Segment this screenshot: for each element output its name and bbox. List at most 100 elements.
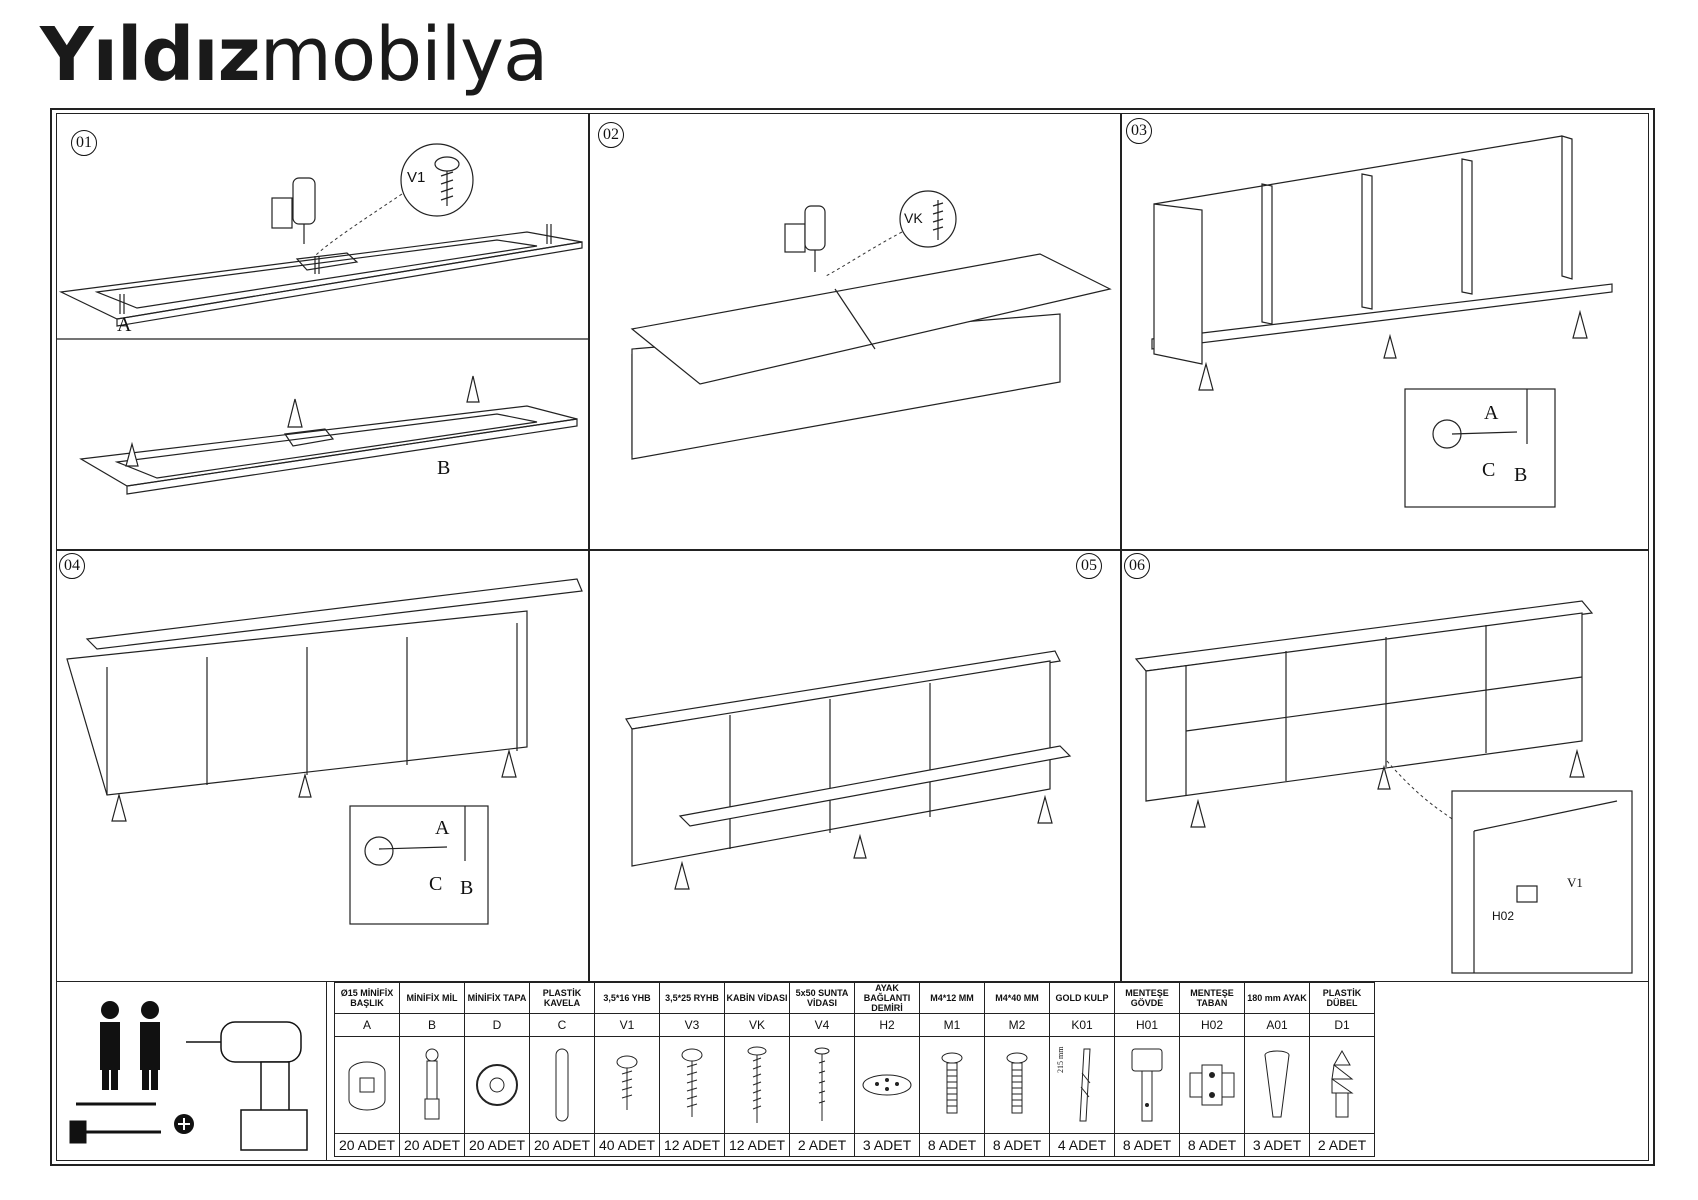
part-qty: 40 ADET — [594, 1133, 660, 1157]
detail-inset — [1404, 388, 1556, 508]
part-code: V1 — [594, 1013, 660, 1037]
part-code: M2 — [984, 1013, 1050, 1037]
leg-icons — [125, 375, 480, 467]
bolt-icon — [941, 1052, 963, 1114]
step-06-panel: 06 V1 H02 — [1121, 550, 1649, 982]
handle-icon — [1079, 1048, 1091, 1122]
part-qty: 3 ADET — [854, 1133, 920, 1157]
part-code: V4 — [789, 1013, 855, 1037]
part-code: H02 — [1179, 1013, 1245, 1037]
shelf-panel — [678, 745, 1072, 827]
long-screw-icon — [747, 1046, 767, 1123]
step-04-drawing — [66, 578, 583, 925]
parts-table: Ø15 MİNİFİX BAŞLIK MİNİFİX MİL MİNİFİX T… — [334, 982, 1375, 1157]
inset-a-label: A — [435, 817, 450, 839]
part-code: VK — [724, 1013, 790, 1037]
panel-b-label: B — [437, 457, 451, 479]
cordless-drill-icon — [186, 1021, 308, 1151]
leg-icons — [111, 748, 517, 822]
vk-callout-circle — [899, 190, 957, 248]
part-code: D1 — [1309, 1013, 1375, 1037]
short-screw-icon — [616, 1055, 638, 1110]
dowel-pins — [119, 224, 552, 314]
thin-screw-icon — [814, 1047, 830, 1121]
drill-icon — [271, 177, 316, 244]
base-panel — [1151, 283, 1613, 350]
part-qty: 3 ADET — [1244, 1133, 1310, 1157]
part-qty: 20 ADET — [334, 1133, 400, 1157]
part-qty: 20 ADET — [399, 1133, 465, 1157]
part-qty: 8 ADET — [919, 1133, 985, 1157]
inset-c-label: C — [429, 873, 443, 895]
part-name: 3,5*25 RYHB — [659, 982, 725, 1014]
hinge-plate-icon — [1189, 1064, 1235, 1106]
inset-c-label: C — [1482, 459, 1496, 481]
part-name: 3,5*16 YHB — [594, 982, 660, 1014]
part-qty: 2 ADET — [1309, 1133, 1375, 1157]
cap-icon — [476, 1064, 518, 1106]
detail-inset — [349, 805, 489, 925]
inset-h02-label: H02 — [1492, 909, 1515, 923]
parts-qty-row: 20 ADET 20 ADET 20 ADET 20 ADET 40 ADET … — [334, 1133, 1375, 1157]
part-name: MENTEŞE GÖVDE — [1114, 982, 1180, 1014]
part-code: V3 — [659, 1013, 725, 1037]
step-01-panel: 01 A B V1 — [56, 113, 589, 550]
step-04-number: 04 — [59, 553, 85, 579]
part-qty: 8 ADET — [1179, 1133, 1245, 1157]
step-01-drawing — [57, 143, 588, 495]
part-qty: 20 ADET — [529, 1133, 595, 1157]
top-panel — [625, 650, 1061, 730]
brand-bold: Yıldız — [40, 12, 261, 98]
top-panel — [1134, 600, 1594, 672]
part-name: M4*12 MM — [919, 982, 985, 1014]
parts-codes-row: A B D C V1 V3 VK V4 H2 M1 M2 K01 H01 H02… — [334, 1013, 1375, 1037]
part-code: H01 — [1114, 1013, 1180, 1037]
vk-callout-label: VK — [904, 210, 923, 226]
step-06-number: 06 — [1124, 553, 1150, 579]
wall-plug-icon — [1331, 1049, 1354, 1118]
part-code: A — [334, 1013, 400, 1037]
step-05-drawing — [625, 650, 1072, 890]
hammer-icon — [69, 1120, 161, 1144]
screw-icon — [434, 156, 460, 206]
top-panel — [630, 253, 1112, 385]
step-01-number: 01 — [71, 130, 97, 156]
cam-bolt-icon — [424, 1048, 440, 1120]
leg-icons — [674, 794, 1053, 890]
page-frame — [50, 108, 1655, 1166]
part-name: MİNİFİX MİL — [399, 982, 465, 1014]
part-code: K01 — [1049, 1013, 1115, 1037]
cam-lock-icon — [348, 1061, 386, 1111]
part-name: GOLD KULP — [1049, 982, 1115, 1014]
part-qty: 12 ADET — [724, 1133, 790, 1157]
brand-logo: Yıldızmobilya — [40, 10, 549, 100]
hinge-detail-inset — [1451, 790, 1633, 974]
leg-icons — [1190, 748, 1585, 828]
inset-v1-label: V1 — [1567, 875, 1583, 890]
leg-icon — [1264, 1050, 1290, 1118]
hinge-icon — [1131, 1048, 1163, 1122]
part-qty: 20 ADET — [464, 1133, 530, 1157]
tools-panel — [56, 982, 327, 1161]
dowel-icon — [555, 1048, 569, 1122]
brand-light: mobilya — [259, 12, 549, 98]
step-06-drawing — [1134, 600, 1633, 974]
part-qty: 12 ADET — [659, 1133, 725, 1157]
step-02-panel: 02 VK — [589, 113, 1121, 550]
part-qty: 8 ADET — [984, 1133, 1050, 1157]
part-code: C — [529, 1013, 595, 1037]
part-name: KABİN VİDASI — [724, 982, 790, 1014]
two-people-icon — [100, 1001, 160, 1090]
part-name: MENTEŞE TABAN — [1179, 982, 1245, 1014]
part-name: AYAK BAĞLANTI DEMİRİ — [854, 982, 920, 1014]
part-qty: 2 ADET — [789, 1133, 855, 1157]
tools-drawing — [69, 1001, 308, 1151]
part-name: M4*40 MM — [984, 982, 1050, 1014]
panel-a-label: A — [117, 314, 132, 336]
inset-b-label: B — [460, 877, 474, 899]
part-name: 5x50 SUNTA VİDASI — [789, 982, 855, 1014]
leg-icons — [1198, 309, 1588, 391]
part-code: D — [464, 1013, 530, 1037]
parts-list: Ø15 MİNİFİX BAŞLIK MİNİFİX MİL MİNİFİX T… — [56, 982, 1649, 1161]
part-name: 180 mm AYAK — [1244, 982, 1310, 1014]
